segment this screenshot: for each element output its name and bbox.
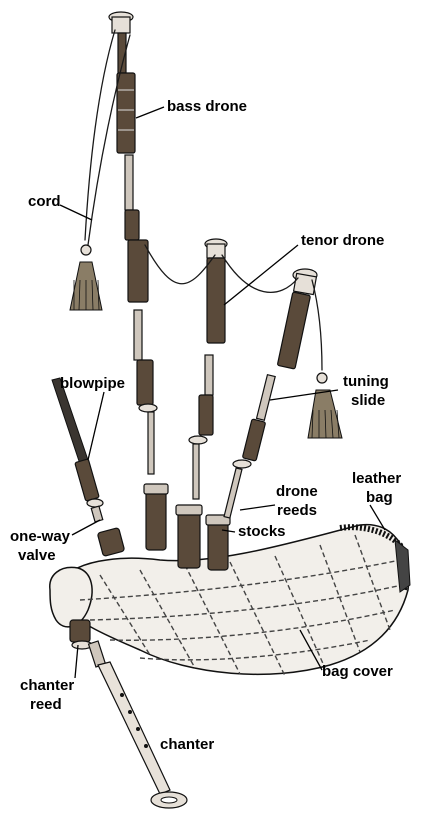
label-chanter-reed-line2: reed	[30, 696, 62, 713]
label-tenor-drone: tenor drone	[301, 232, 384, 249]
label-chanter-reed-line1: chanter	[20, 677, 74, 694]
label-bass-drone: bass drone	[167, 98, 247, 115]
bass-drone	[109, 12, 157, 474]
label-bag-cover: bag cover	[322, 663, 393, 680]
label-one-way-valve-line1: one-way	[10, 528, 71, 545]
label-one-way-valve-line2: valve	[18, 547, 56, 564]
label-drone-reeds-line1: drone	[276, 483, 318, 500]
label-leather-bag-line2: bag	[366, 489, 393, 506]
label-drone-reeds-line2: reeds	[277, 502, 317, 519]
stocks-group	[97, 484, 230, 570]
tenor-drone-right	[224, 269, 317, 518]
label-tuning-slide-line1: tuning	[343, 373, 389, 390]
label-tuning-slide-line2: slide	[351, 392, 385, 409]
blowpipe	[52, 378, 103, 522]
label-cord: cord	[28, 193, 61, 210]
label-chanter: chanter	[160, 736, 214, 753]
label-leather-bag-line1: leather	[352, 470, 401, 487]
label-blowpipe: blowpipe	[60, 375, 125, 392]
label-stocks: stocks	[238, 523, 286, 540]
